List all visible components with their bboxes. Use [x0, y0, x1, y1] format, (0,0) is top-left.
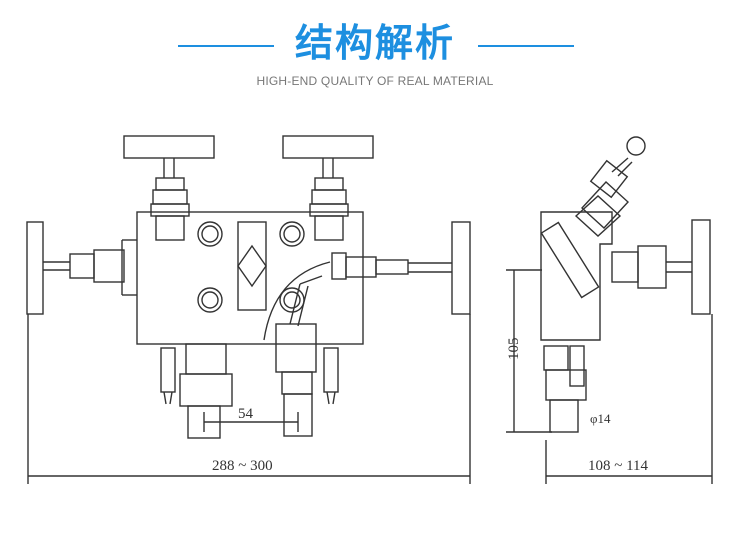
side-view	[540, 136, 711, 433]
manifold-body	[136, 211, 364, 345]
front-dimensions	[27, 314, 471, 484]
page-subtitle: HIGH-END QUALITY OF REAL MATERIAL	[256, 74, 494, 88]
side-body	[540, 211, 613, 341]
page-title: 结构解析	[294, 21, 455, 65]
dim-105: 105	[506, 338, 522, 361]
dim-front-width: 288 ~ 300	[212, 458, 273, 474]
title-divider-left	[178, 45, 274, 47]
side-handwheel-right	[451, 221, 471, 315]
top-handwheel-left	[123, 135, 215, 159]
title-divider-right	[478, 45, 574, 47]
side-dimensions	[506, 269, 713, 484]
port-upper-right	[279, 221, 305, 247]
port-upper-left	[197, 221, 223, 247]
port-lower-left	[197, 287, 223, 313]
dim-side-width: 108 ~ 114	[588, 458, 649, 474]
side-handwheel-left	[26, 221, 44, 315]
gauge-knob	[626, 136, 646, 156]
front-view	[26, 135, 471, 439]
header: 结构解析 HIGH-END QUALITY OF REAL MATERIAL	[0, 0, 750, 100]
dim-54: 54	[238, 406, 254, 422]
top-handwheel-right	[282, 135, 374, 159]
side-handwheel	[691, 219, 711, 315]
dim-phi14: φ14	[590, 411, 611, 426]
